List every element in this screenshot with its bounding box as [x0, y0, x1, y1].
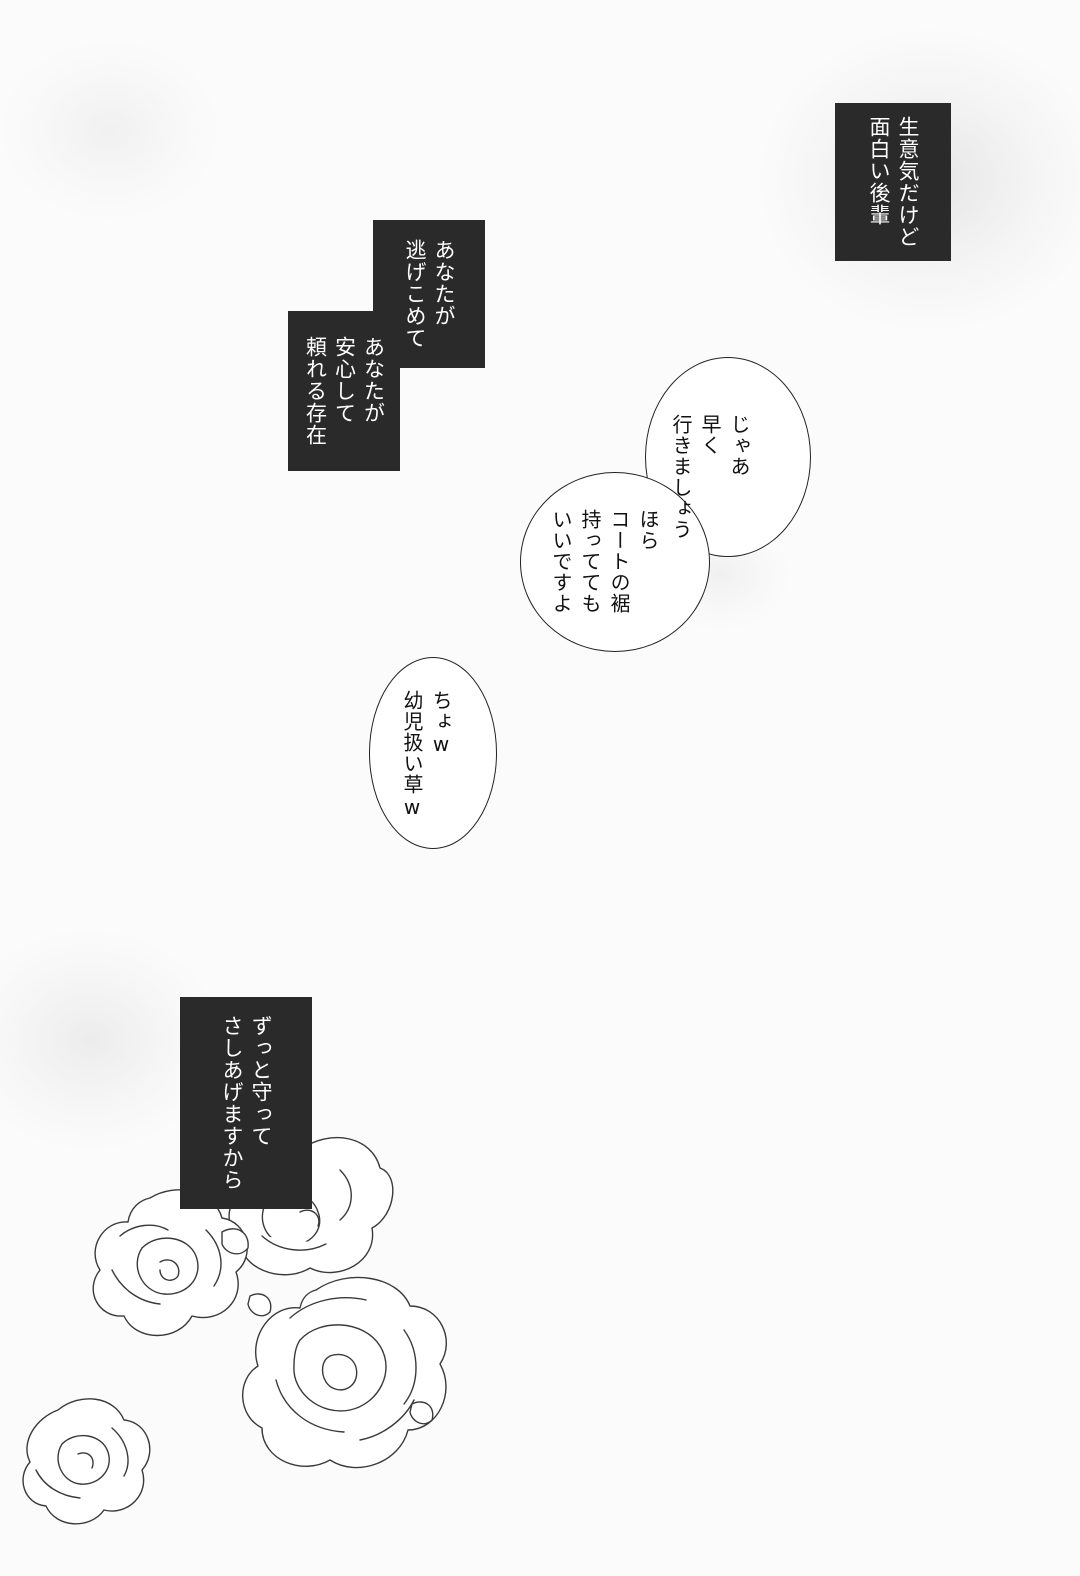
speech-bubble-childish	[369, 657, 497, 849]
flower-left	[92, 1189, 248, 1337]
speech-bubble-hold-coat-text: ほら コートの裾 持ってても いいですよ	[549, 509, 660, 614]
flower-center	[242, 1276, 447, 1469]
flower-lower-left	[22, 1398, 151, 1525]
speech-bubble-lets-go-text: じゃあ 早く 行きましょう	[669, 414, 751, 540]
caption-you-can-rely: あなたが 安心して 頼れる存在	[288, 311, 400, 471]
caption-cheeky-junior-text: 生意気だけど 面白い後輩	[867, 116, 920, 248]
flower-leaf-1	[221, 1228, 249, 1255]
flower-leaf-3	[409, 1401, 434, 1425]
caption-you-can-escape-text: あなたが 逃げこめて	[403, 239, 456, 349]
flower-leaf-2	[247, 1293, 272, 1317]
caption-cheeky-junior: 生意気だけど 面白い後輩	[835, 103, 951, 261]
caption-always-protect-text: ずっと守って さしあげますから	[220, 1015, 273, 1191]
speech-bubble-hold-coat	[520, 472, 710, 652]
speech-bubble-childish-text: ちょw 幼児扱い草w	[400, 690, 453, 820]
caption-you-can-rely-text: あなたが 安心して 頼れる存在	[303, 336, 386, 446]
caption-always-protect: ずっと守って さしあげますから	[180, 997, 312, 1209]
